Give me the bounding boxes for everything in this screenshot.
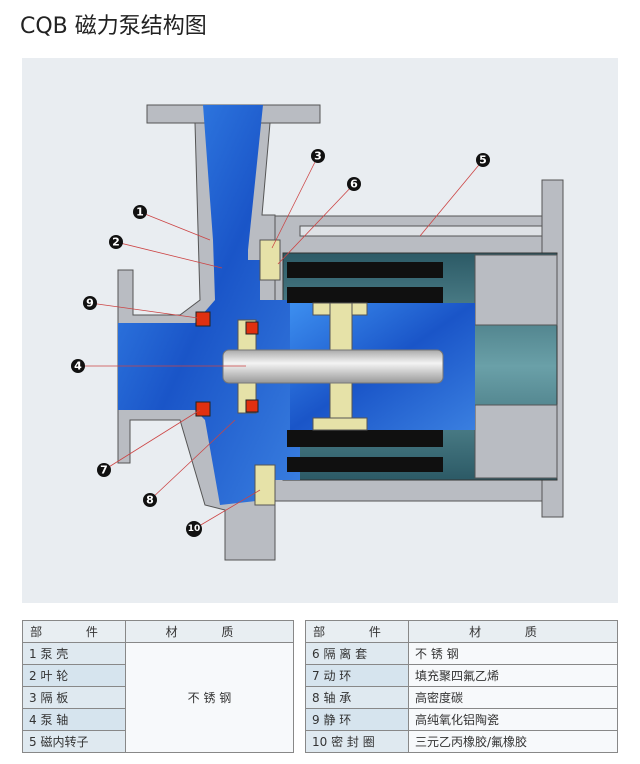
part-cell: 1 泵 壳 [22, 642, 126, 665]
svg-text:9: 9 [86, 297, 94, 310]
callout-2: 2 [109, 235, 123, 249]
leader-lines [78, 155, 484, 530]
parts-table-left: 部 件材 质 1 泵 壳不 锈 钢 2 叶 轮 3 隔 板 4 泵 轴 5 磁内… [22, 620, 294, 753]
callout-4: 4 [71, 359, 85, 373]
svg-text:8: 8 [146, 494, 154, 507]
svg-text:2: 2 [112, 236, 120, 249]
callout-3: 3 [311, 149, 325, 163]
callout-6: 6 [347, 177, 361, 191]
callout-10: 10 [186, 521, 202, 537]
callout-9: 9 [83, 296, 97, 310]
magnets [287, 262, 443, 472]
diagram-title: CQB 磁力泵结构图 [20, 14, 207, 39]
callout-5: 5 [476, 153, 490, 167]
svg-text:3: 3 [314, 150, 322, 163]
callout-labels: 1 2 3 4 5 6 7 8 9 10 [71, 149, 490, 537]
material-cell: 不 锈 钢 [125, 642, 294, 753]
callout-7: 7 [97, 463, 111, 477]
part-cell: 4 泵 轴 [22, 708, 126, 731]
part-cell: 2 叶 轮 [22, 664, 126, 687]
callout-1: 1 [133, 205, 147, 219]
svg-text:1: 1 [136, 206, 144, 219]
svg-text:7: 7 [100, 464, 108, 477]
pump-shaft [222, 349, 444, 384]
svg-text:4: 4 [74, 360, 82, 373]
part-cell: 3 隔 板 [22, 686, 126, 709]
svg-text:10: 10 [188, 524, 201, 534]
callout-8: 8 [143, 493, 157, 507]
part-cell: 5 磁内转子 [22, 730, 126, 753]
seals [195, 311, 259, 417]
svg-text:6: 6 [350, 178, 358, 191]
parts-table-right: 部 件材 质 6 隔 离 套不 锈 钢 7 动 环填充聚四氟乙烯 8 轴 承高密… [305, 620, 618, 753]
svg-text:5: 5 [479, 154, 487, 167]
